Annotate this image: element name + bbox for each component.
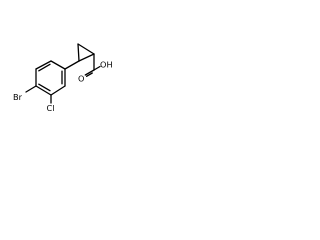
carbonyl-oxygen-label: O (78, 74, 84, 84)
ring-bond-c1-c2 (50, 60, 66, 70)
cyclopropane-bond-2 (77, 43, 95, 55)
carbonyl-double-bond-outer (84, 69, 95, 76)
aromatic-inner-bond-2 (38, 83, 51, 92)
hydroxyl-label: OH (100, 60, 113, 70)
bond-ring-to-cyclopropane (64, 60, 80, 70)
chemical-structure: Br Cl O OH (13, 43, 113, 113)
benzene-ring (35, 60, 66, 96)
carbonyl-double-bond-inner (85, 72, 93, 77)
ring-bond-c4-c5 (35, 85, 52, 96)
cyclopropane-bond-3 (78, 53, 95, 62)
cyclopropane-bond-1 (77, 43, 80, 62)
ring-bond-c5-c6 (50, 85, 66, 96)
ring-bond-c2-c3 (35, 60, 52, 70)
bond-ring-to-bromine (25, 85, 37, 93)
chlorine-label: Cl (47, 103, 55, 113)
aromatic-inner-bond-1 (38, 63, 51, 72)
cyclopropane-ring (77, 43, 95, 62)
carboxylic-acid-group (84, 53, 101, 77)
bromine-label: Br (13, 92, 23, 102)
bond-carboxyl-to-hydroxyl (93, 65, 101, 71)
